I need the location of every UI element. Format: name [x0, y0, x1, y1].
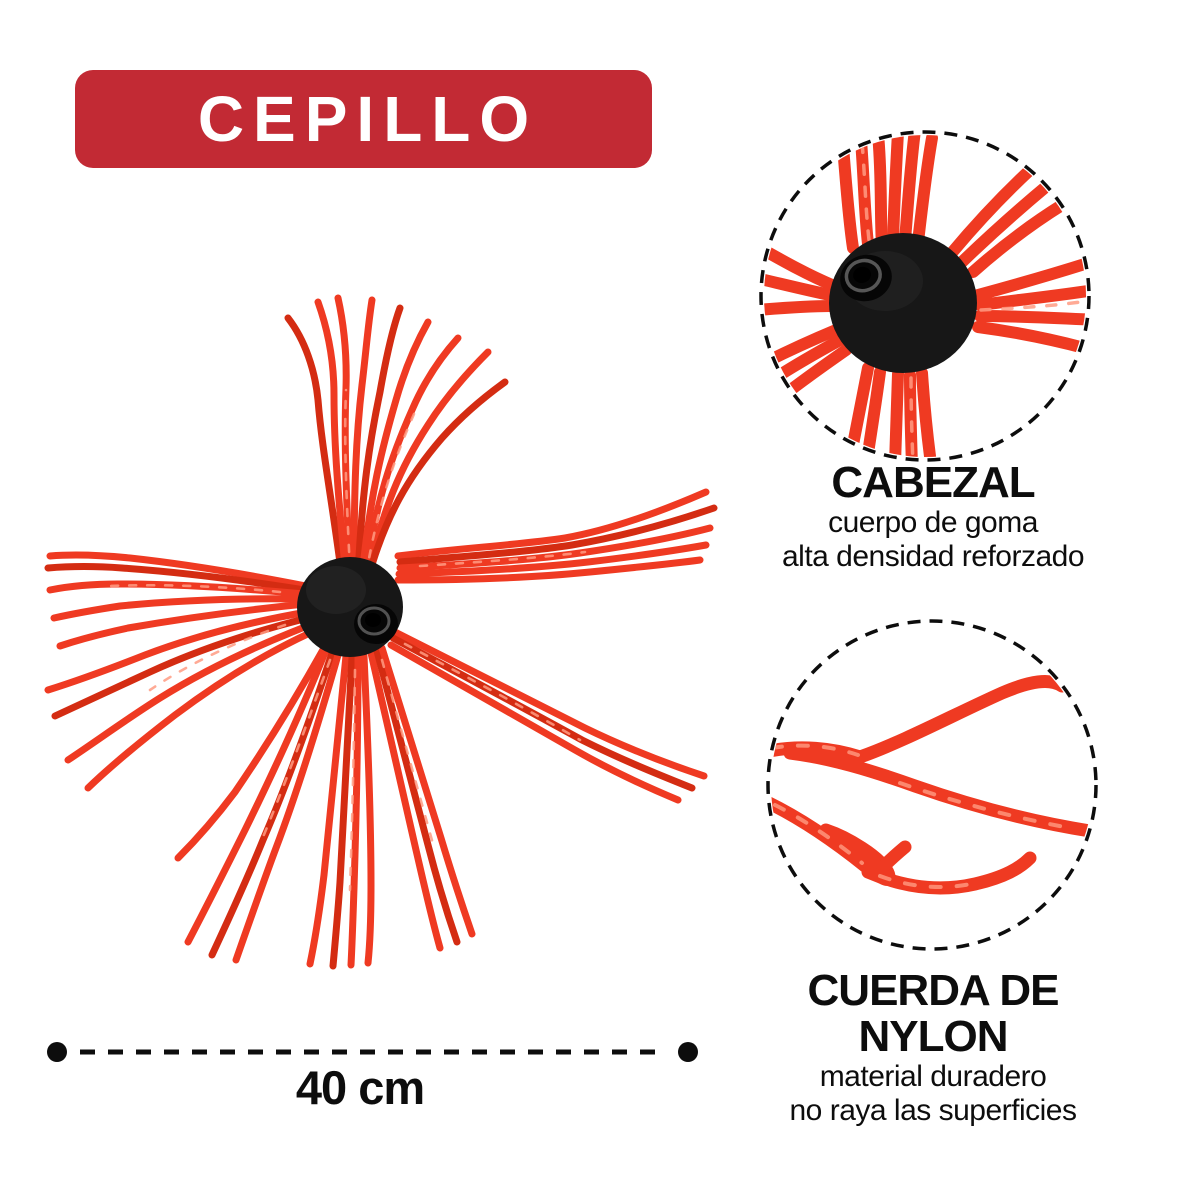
callout-cabezal-title: CABEZAL	[831, 458, 1035, 507]
brush-strands-down-left	[174, 644, 342, 964]
closeup-cords	[771, 675, 1093, 895]
brush-strands-right	[394, 488, 718, 584]
closeup-head-socket	[840, 254, 892, 302]
brush-strands-top	[284, 294, 509, 586]
brush-strands-left	[44, 551, 310, 650]
dimension-label: 40 cm	[295, 1061, 425, 1114]
callout-cabezal: CABEZAL cuerpo de goma alta densidad ref…	[733, 458, 1133, 574]
brush-strands-bottom-right	[367, 644, 476, 952]
dashed-circle-cabezal	[759, 130, 1091, 462]
brush-strands-right-lower	[387, 626, 708, 804]
brush-head-socket	[354, 604, 398, 644]
detail-circle-cabezal	[759, 130, 1091, 462]
detail-circle-cuerda	[766, 619, 1098, 951]
callout-cuerda: CUERDA DE NYLON material duradero no ray…	[728, 966, 1138, 1128]
closeup-head	[829, 233, 977, 373]
brush-strands-bottom	[306, 652, 375, 970]
title-badge-label: CEPILLO	[197, 83, 539, 155]
dimension-dot-right	[678, 1042, 698, 1062]
callout-cabezal-line1: cuerpo de goma	[828, 506, 1038, 540]
callout-cuerda-title: CUERDA DE NYLON	[807, 966, 1060, 1062]
dashed-circle-cuerda	[766, 619, 1098, 951]
callout-cuerda-line2: no raya las superficies	[789, 1094, 1077, 1128]
dimension-line	[47, 1042, 698, 1062]
callout-cabezal-line2: alta densidad reforzado	[781, 540, 1085, 574]
brush-head	[297, 557, 403, 657]
title-badge: CEPILLO	[75, 70, 652, 168]
brush-strands-left-lower	[44, 608, 316, 792]
callout-cuerda-line1: material duradero	[819, 1060, 1047, 1094]
dimension-dot-left	[47, 1042, 67, 1062]
brush-illustration	[44, 294, 718, 970]
